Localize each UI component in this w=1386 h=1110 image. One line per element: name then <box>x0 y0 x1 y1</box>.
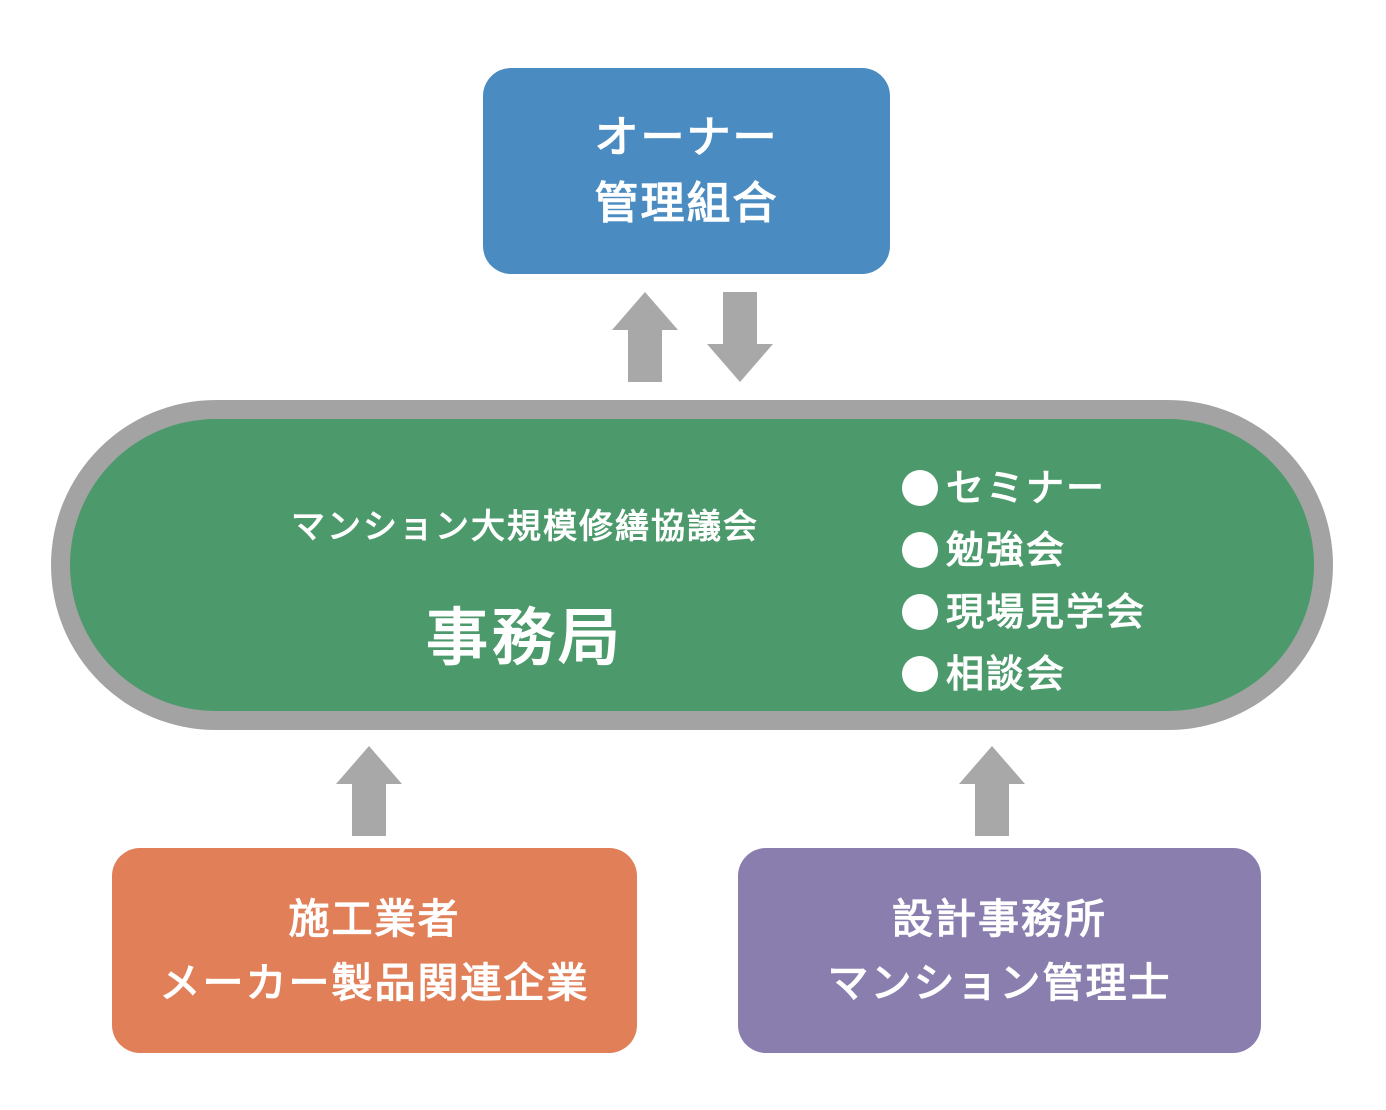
bullet-icon <box>902 532 938 568</box>
activity-label: 勉強会 <box>946 528 1067 572</box>
activity-item: セミナー <box>902 457 1146 519</box>
activity-item: 相談会 <box>902 643 1146 705</box>
activity-item: 勉強会 <box>902 519 1146 581</box>
owner-label-line1: オーナー <box>594 112 779 163</box>
arrow-up-to-owner <box>612 292 678 382</box>
bullet-icon <box>902 470 938 506</box>
activity-item: 現場見学会 <box>902 581 1146 643</box>
secretariat-body: マンション大規模修繕協議会 事務局 セミナー 勉強会 現場見学会 相談会 <box>70 419 1314 711</box>
arrow-up-from-design <box>959 746 1025 836</box>
design-office-box: 設計事務所 マンション管理士 <box>738 848 1261 1053</box>
arrow-up-from-contractor <box>336 746 402 836</box>
contractor-label-line2: メーカー製品関連企業 <box>159 958 590 1007</box>
contractor-label-line1: 施工業者 <box>288 894 461 943</box>
bullet-icon <box>902 656 938 692</box>
design-label-line1: 設計事務所 <box>892 894 1107 943</box>
activity-label: 相談会 <box>946 652 1067 696</box>
activity-label: セミナー <box>946 466 1107 510</box>
design-label-line2: マンション管理士 <box>827 958 1172 1007</box>
contractor-box: 施工業者 メーカー製品関連企業 <box>112 848 637 1053</box>
owner-box: オーナー 管理組合 <box>483 68 890 274</box>
secretariat-capsule: マンション大規模修繕協議会 事務局 セミナー 勉強会 現場見学会 相談会 <box>51 400 1333 730</box>
activity-list: セミナー 勉強会 現場見学会 相談会 <box>902 457 1146 705</box>
secretariat-organization: マンション大規模修繕協議会 <box>291 507 759 547</box>
owner-label-line2: 管理組合 <box>594 178 779 229</box>
activity-label: 現場見学会 <box>946 590 1147 634</box>
bullet-icon <box>902 594 938 630</box>
secretariat-title: 事務局 <box>425 601 624 674</box>
arrow-down-from-owner <box>707 292 773 382</box>
